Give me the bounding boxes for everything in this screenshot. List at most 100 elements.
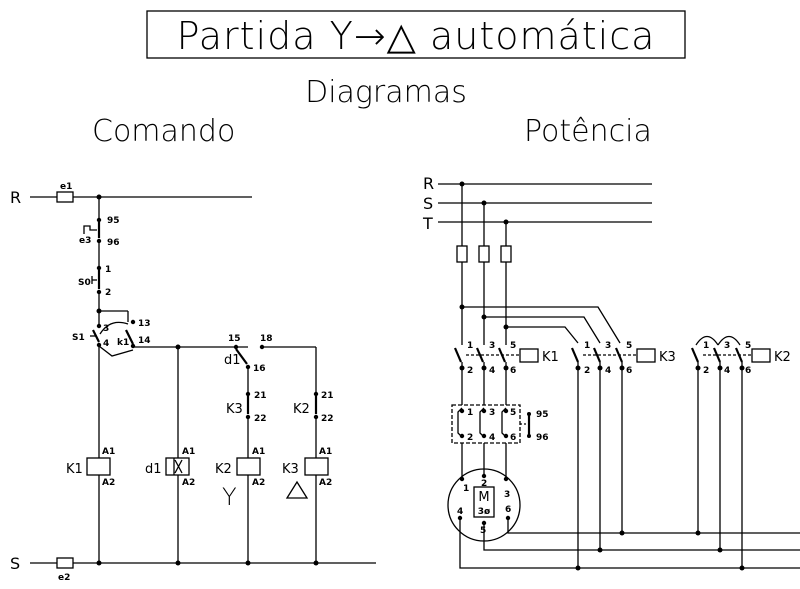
k3-pin-3: 3 <box>605 341 611 351</box>
coil-k3-symbol <box>285 480 309 499</box>
ol-pin-5: 5 <box>510 408 516 418</box>
coil-d1-label: d1 <box>145 462 162 477</box>
e3-pin-95: 95 <box>107 216 120 226</box>
k1-pin-4: 4 <box>489 366 495 376</box>
page-title: Partida Y→△ automática <box>177 14 656 58</box>
motor-term-3: 3 <box>504 490 510 500</box>
ol-pin-1: 1 <box>467 408 473 418</box>
k1-pin-13: 13 <box>138 319 151 329</box>
k1-pin-3: 3 <box>489 341 495 351</box>
k3-coil-symbol <box>636 348 656 363</box>
e3-relay-symbol <box>83 225 97 234</box>
motor-term-4: 4 <box>457 507 463 517</box>
phase-s-label: S <box>423 194 433 213</box>
motor-term-5: 5 <box>480 526 486 536</box>
motor-phase: 3ø <box>478 507 490 517</box>
coil-k2-label: K2 <box>215 462 232 477</box>
ol-pin-3: 3 <box>489 408 495 418</box>
coil-k3-label: K3 <box>282 462 299 477</box>
k3-interlock-pin-21: 21 <box>254 391 267 401</box>
s1-label: S1 <box>72 333 85 343</box>
section-command-title: Comando <box>92 114 235 149</box>
k1-pin-6: 6 <box>510 366 516 376</box>
s1-pin-3: 3 <box>103 324 109 334</box>
coil-k2 <box>236 457 261 476</box>
k1-pin-5: 5 <box>510 341 516 351</box>
coil-k3-a1: A1 <box>319 447 332 457</box>
rail-s-label: S <box>10 554 20 573</box>
k3-interlock-pin-22: 22 <box>254 414 267 424</box>
fuse-e1-label: e1 <box>60 182 72 192</box>
ol-aux-95: 95 <box>536 410 549 420</box>
fuse-phase-s <box>478 245 490 263</box>
k3-interlock-label: K3 <box>226 402 243 417</box>
ol-aux-96: 96 <box>536 433 549 443</box>
subtitle: Diagramas <box>305 75 467 110</box>
k2-pin-6: 6 <box>745 366 751 376</box>
fuse-e2-label: e2 <box>58 573 70 583</box>
k1-coil-symbol <box>519 348 539 363</box>
coil-d1-a2: A2 <box>182 478 195 488</box>
motor-term-1: 1 <box>463 484 469 494</box>
coil-k2-a1: A1 <box>252 447 265 457</box>
coil-k2-a2: A2 <box>252 478 265 488</box>
d1-contact-label: d1 <box>224 353 241 368</box>
ol-pin-4: 4 <box>489 433 495 443</box>
k1-pin-1: 1 <box>467 341 473 351</box>
k2-interlock-pin-21: 21 <box>321 391 334 401</box>
e3-relay-label: e3 <box>79 236 91 246</box>
command-diagram: R e1 S e2 95 96 e3 S0 1 2 <box>10 182 376 583</box>
phase-t-label: T <box>422 214 433 233</box>
coil-k2-symbol: Y <box>222 483 237 511</box>
s0-pin-2: 2 <box>105 288 111 298</box>
k2-pin-3: 3 <box>724 341 730 351</box>
k3-pin-2: 2 <box>584 366 590 376</box>
fuse-phase-t <box>500 245 512 263</box>
d1-pin-16: 16 <box>253 364 266 374</box>
s1-pin-4: 4 <box>103 339 109 349</box>
k2-pin-5: 5 <box>745 341 751 351</box>
coil-k3-a2: A2 <box>319 478 332 488</box>
s0-label: S0 <box>78 278 91 288</box>
s0-pin-1: 1 <box>105 265 111 275</box>
phase-r-label: R <box>423 174 434 193</box>
k2-pin-1: 1 <box>703 341 709 351</box>
coil-d1-a1: A1 <box>182 447 195 457</box>
k3-pin-4: 4 <box>605 366 611 376</box>
k3-pin-6: 6 <box>626 366 632 376</box>
motor-label: M <box>478 490 489 505</box>
d1-pin-15: 15 <box>228 334 241 344</box>
k1-label: k1 <box>117 338 129 348</box>
k2-power-label: K2 <box>774 350 791 365</box>
rail-r-label: R <box>10 188 21 207</box>
motor-term-6: 6 <box>505 505 511 515</box>
fuse-phase-r <box>456 245 468 263</box>
k2-pin-2: 2 <box>703 366 709 376</box>
power-diagram: R S T K1 1 3 5 2 4 <box>422 174 800 571</box>
k1-pin-2: 2 <box>467 366 473 376</box>
coil-k1-a1: A1 <box>102 447 115 457</box>
k2-pin-4: 4 <box>724 366 730 376</box>
k3-power-label: K3 <box>659 350 676 365</box>
k1-pin-14: 14 <box>138 336 151 346</box>
d1-pin-18: 18 <box>260 334 273 344</box>
k2-interlock-pin-22: 22 <box>321 414 334 424</box>
coil-k1 <box>86 457 111 476</box>
k3-pin-5: 5 <box>626 341 632 351</box>
e3-pin-96: 96 <box>107 238 120 248</box>
coil-k1-label: K1 <box>66 462 83 477</box>
coil-k1-a2: A2 <box>102 478 115 488</box>
motor-term-2: 2 <box>481 479 487 489</box>
ol-pin-6: 6 <box>510 433 516 443</box>
k3-pin-1: 1 <box>584 341 590 351</box>
k1-power-label: K1 <box>542 350 559 365</box>
fuse-e1-symbol <box>56 191 74 203</box>
k2-coil-symbol <box>751 348 771 363</box>
section-power-title: Potência <box>524 114 652 149</box>
fuse-e2-symbol <box>56 557 74 569</box>
coil-d1 <box>165 457 190 476</box>
coil-k3 <box>304 457 329 476</box>
title-box <box>146 10 686 59</box>
ol-pin-2: 2 <box>467 433 473 443</box>
